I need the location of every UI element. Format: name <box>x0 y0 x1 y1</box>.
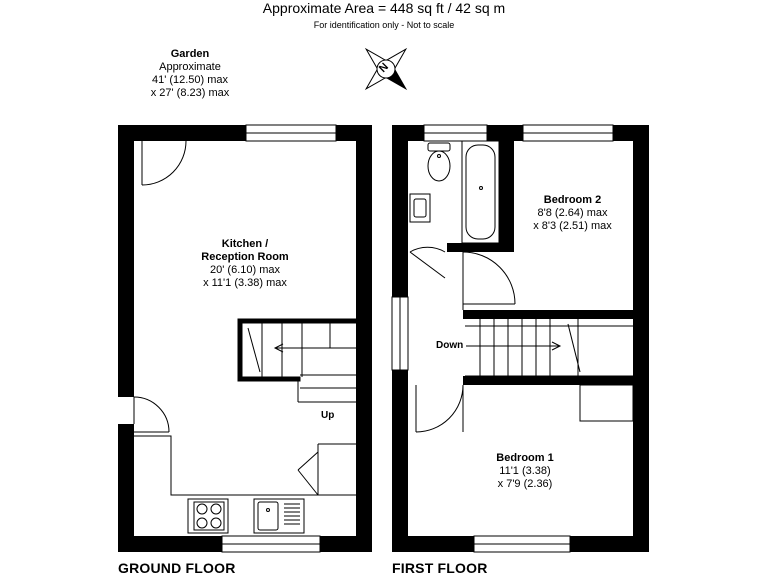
first-bottom-window <box>473 535 571 553</box>
bedroom1-dim-2: x 7'9 (2.36) <box>497 478 553 490</box>
bedroom1-dim-1: 11'1 (3.38) <box>499 465 551 477</box>
kitchen-dim-2: x 11'1 (3.38) max <box>203 277 287 289</box>
bath-icon <box>461 140 500 244</box>
bedroom2-name: Bedroom 2 <box>543 194 602 206</box>
compass-icon <box>364 47 408 91</box>
page-title: Approximate Area = 448 sq ft / 42 sq m <box>262 0 506 16</box>
garden-door <box>141 140 187 186</box>
bedroom2-info: Bedroom 2 8'8 (2.64) max x 8'3 (2.51) ma… <box>520 194 625 233</box>
bedroom2-dim-2: x 8'3 (2.51) max <box>533 220 612 232</box>
first-top-window-2 <box>522 124 614 142</box>
hob-icon <box>187 498 229 534</box>
bathroom-door <box>409 246 446 279</box>
bedroom1-cupboard <box>579 384 634 422</box>
bedroom2-door <box>462 251 516 310</box>
ground-stairs <box>237 318 357 403</box>
first-stairs <box>465 319 633 377</box>
page-subtitle: For identification only - Not to scale <box>313 20 455 30</box>
basin-icon <box>409 193 431 223</box>
ground-top-window <box>245 124 337 142</box>
kitchen-info: Kitchen / Reception Room 20' (6.10) max … <box>185 238 305 290</box>
garden-line3: x 27' (8.23) max <box>150 87 230 99</box>
kitchen-name-2: Reception Room <box>201 251 289 263</box>
bedroom1-name: Bedroom 1 <box>496 452 554 464</box>
kitchen-name-1: Kitchen / <box>221 238 269 250</box>
bedroom1-info: Bedroom 1 11'1 (3.38) x 7'9 (2.36) <box>470 452 580 491</box>
ground-floor-walls <box>118 125 372 552</box>
garden-line2: 41' (12.50) max <box>151 74 229 86</box>
front-door <box>133 396 170 433</box>
bedroom1-door <box>415 384 464 433</box>
first-floor-walls <box>392 125 649 552</box>
kitchen-dim-1: 20' (6.10) max <box>210 264 280 276</box>
ground-stairs-label: Up <box>321 410 335 421</box>
first-top-window-1 <box>423 124 488 142</box>
garden-info: Garden Approximate 41' (12.50) max x 27'… <box>120 48 260 100</box>
kitchen-counter <box>134 435 356 496</box>
garden-line1: Approximate <box>159 61 221 73</box>
ground-floor-label: GROUND FLOOR <box>118 560 236 576</box>
first-stairs-label: Down <box>436 340 464 351</box>
bedroom2-dim-1: 8'8 (2.64) max <box>537 207 608 219</box>
first-side-window <box>391 296 409 371</box>
ground-bottom-window <box>221 535 321 553</box>
toilet-icon <box>427 142 451 182</box>
garden-name: Garden <box>170 48 210 60</box>
first-floor-label: FIRST FLOOR <box>392 560 488 576</box>
sink-icon <box>253 498 305 534</box>
